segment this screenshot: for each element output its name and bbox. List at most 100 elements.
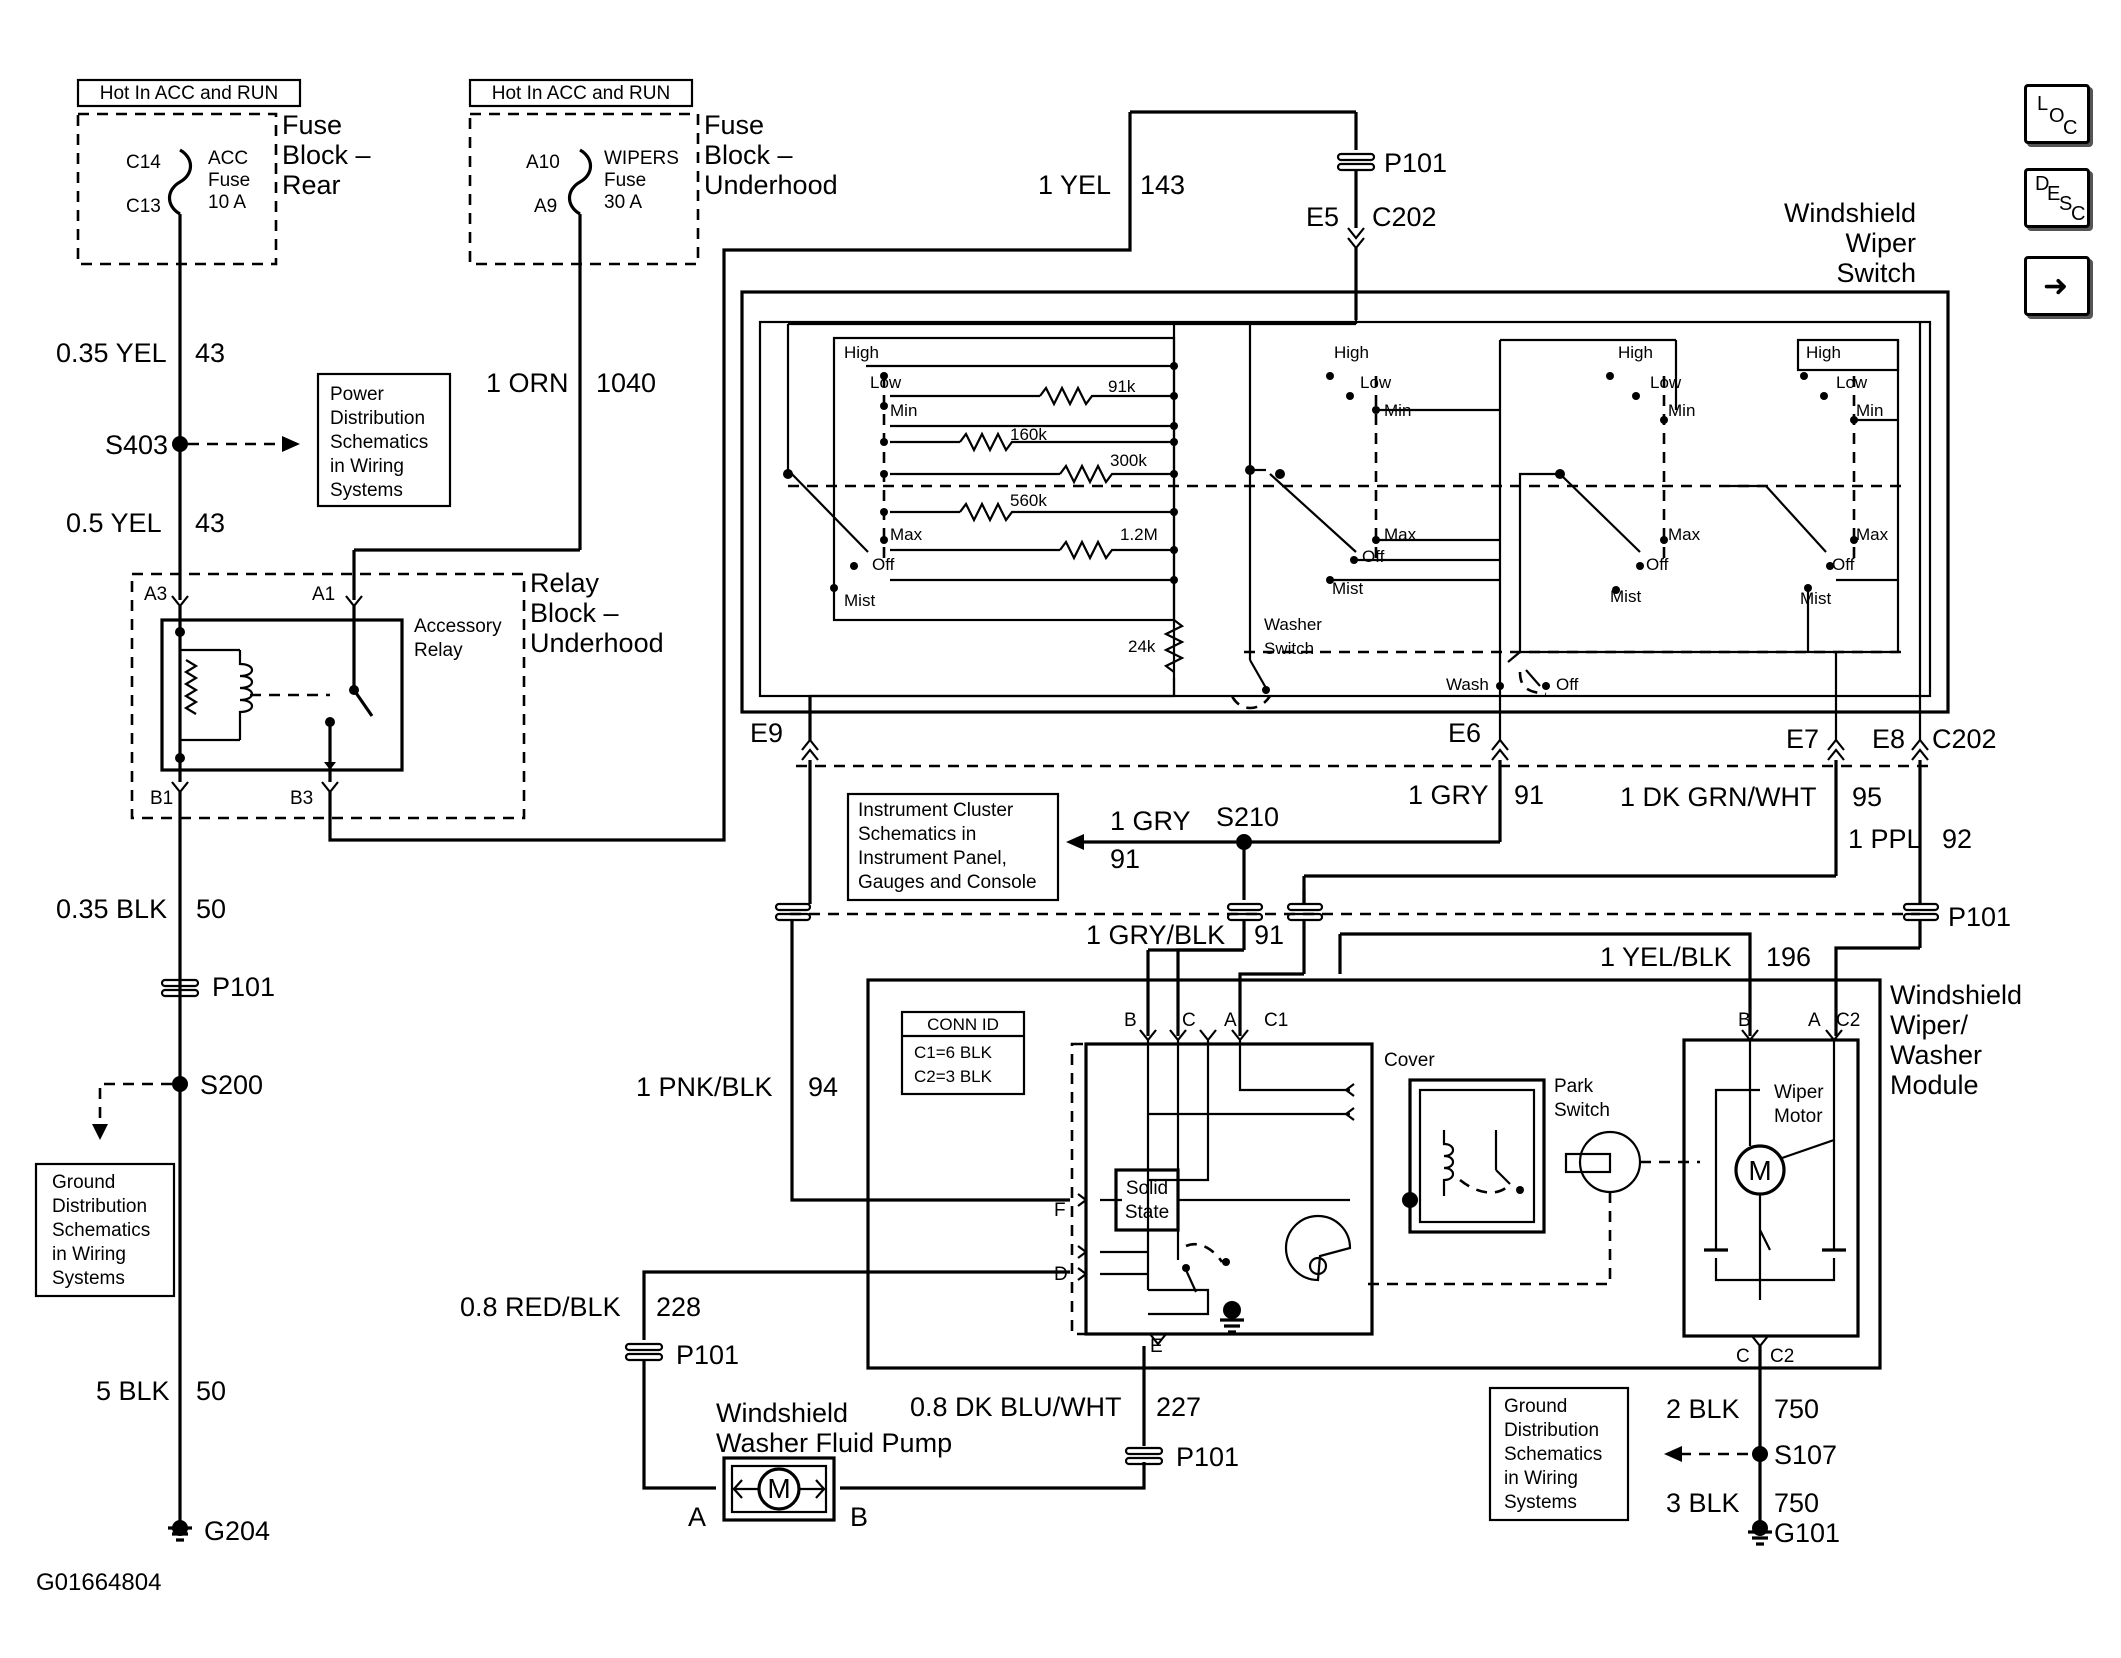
circuit-95-92: 1 DK GRN/WHT 95 1 PPL 92 P101: [774, 760, 2011, 1036]
sw4-min: Min: [1856, 401, 1883, 420]
wire-label-ppl: 1 PPL: [1848, 824, 1922, 854]
circuit-43a: 43: [195, 338, 225, 368]
desc-letter-d: D: [2035, 173, 2050, 195]
sw4-mist: Mist: [1800, 589, 1831, 608]
relay-pin-b3: B3: [290, 788, 313, 809]
splice-s210: S210: [1216, 802, 1279, 832]
ground-ref-right-l5: Systems: [1504, 1492, 1577, 1513]
relay-block-title-2: Block –: [530, 598, 619, 628]
relay-block-title-3: Underhood: [530, 628, 664, 658]
accessory-relay-box: [160, 618, 404, 772]
ground-ref-left-l4: in Wiring: [52, 1244, 126, 1265]
sw3-off: Off: [1646, 555, 1669, 574]
circuit-91-gryblk: 91: [1254, 920, 1284, 950]
module-pin-c: C: [1182, 1010, 1196, 1031]
relay-coil: [238, 650, 254, 740]
connector-e6: E6: [1448, 718, 1481, 748]
cluster-ref-l1: Instrument Cluster: [858, 800, 1014, 821]
sw2-max: Max: [1384, 525, 1417, 544]
desc-letter-s: S: [2059, 193, 2073, 215]
circuit-1040: 1 ORN 1040: [352, 214, 656, 600]
circuit-43: 0.35 YEL 43 S403 0.5 YEL 43 Power Distri…: [56, 214, 452, 600]
module-pin-d: D: [1054, 1264, 1068, 1285]
connector-e5: E5: [1306, 202, 1339, 232]
connector-c202-top: C202: [1372, 202, 1437, 232]
sw4-low: Low: [1836, 373, 1868, 392]
sw3-max: Max: [1668, 525, 1701, 544]
desc-letter-c: C: [2071, 203, 2086, 225]
motor-pin-c: C: [1736, 1346, 1750, 1367]
wipers-fuse-word: Fuse: [604, 170, 646, 191]
ground-ref-left-l1: Ground: [52, 1172, 115, 1193]
splice-s107-dot: [1752, 1446, 1768, 1462]
sw4-off: Off: [1832, 555, 1855, 574]
module-title-1: Windshield: [1890, 980, 2022, 1010]
res-91k: 91k: [1108, 377, 1136, 396]
circuit-91-s210: 91: [1110, 844, 1140, 874]
switch-wash-off: Off: [1556, 675, 1579, 694]
motor-pin-a: A: [1808, 1010, 1821, 1031]
connector-e7: E7: [1786, 724, 1819, 754]
arrow-to-power-ref: [282, 436, 300, 452]
next-page-button[interactable]: ➜: [2024, 256, 2090, 316]
solid-state-l1: Solid: [1126, 1178, 1168, 1199]
circuit-95: 95: [1852, 782, 1882, 812]
sw1-high: High: [844, 343, 879, 362]
splice-s403: S403: [105, 430, 168, 460]
relay-block-title: Relay: [530, 568, 600, 598]
pin-c14: C14: [126, 152, 161, 173]
sw3-high: High: [1618, 343, 1653, 362]
circuit-94: 94: [808, 1072, 838, 1102]
wire-label-2blk: 2 BLK: [1666, 1394, 1740, 1424]
fuse-block-underhood-title: Fuse: [704, 110, 764, 140]
circuit-92: 92: [1942, 824, 1972, 854]
connector-c1: C1: [1264, 1010, 1288, 1031]
connector-c2-bottom: C2: [1770, 1346, 1794, 1367]
solid-state-l2: State: [1125, 1202, 1169, 1223]
washer-pump-circuit: 0.8 RED/BLK 228 P101 M Windshield Washer…: [460, 1270, 1239, 1532]
wire-label-035blk: 0.35 BLK: [56, 894, 167, 924]
c202-bottom-connectors: E9 E6 E7 E8 C202: [750, 322, 1997, 768]
park-coil: [1442, 1130, 1455, 1196]
ground-ref-right-l3: Schematics: [1504, 1444, 1602, 1465]
loc-letter-o: O: [2049, 105, 2065, 127]
fuse-block-underhood-title-2: Block –: [704, 140, 793, 170]
pin-a9: A9: [534, 196, 557, 217]
desc-button[interactable]: D E S C: [2024, 168, 2090, 228]
ground-ref-box-right: [1488, 1386, 1630, 1522]
sw4-max: Max: [1856, 525, 1889, 544]
connector-p101-left: P101: [212, 972, 275, 1002]
cluster-ref-l2: Schematics in: [858, 824, 976, 845]
circuit-50b: 50: [196, 1376, 226, 1406]
circuit-227: 227: [1156, 1392, 1201, 1422]
loc-button[interactable]: L O C: [2024, 84, 2090, 144]
circuit-143-num: 143: [1140, 170, 1185, 200]
wipers-fuse-name: WIPERS: [604, 148, 679, 169]
pump-title-2: Washer Fluid Pump: [716, 1428, 952, 1458]
ground-ref-left-l5: Systems: [52, 1268, 125, 1289]
sw1-mist: Mist: [844, 591, 875, 610]
wire-label-yelblk: 1 YEL/BLK: [1600, 942, 1732, 972]
circuit-1040-num: 1040: [596, 368, 656, 398]
acc-fuse-word: Fuse: [208, 170, 250, 191]
ground-g204: G204: [204, 1516, 270, 1546]
washer-pump-box: [722, 1456, 836, 1522]
wire-label-1orn: 1 ORN: [486, 368, 569, 398]
res-1-2m: 1.2M: [1120, 525, 1158, 544]
switch-title-1: Windshield: [1784, 198, 1916, 228]
wire-label-dkgrn: 1 DK GRN/WHT: [1620, 782, 1817, 812]
switch-title-3: Switch: [1836, 258, 1916, 288]
sw1-min: Min: [890, 401, 917, 420]
switch-wash: Wash: [1446, 675, 1489, 694]
conn-id-box: [900, 1010, 1026, 1096]
acc-fuse-symbol: [167, 148, 193, 216]
circuit-143: 1 YEL 143 P101 E5 C202: [328, 110, 1447, 842]
pump-pin-a: A: [688, 1502, 706, 1532]
motor-label-1: Wiper: [1774, 1082, 1824, 1103]
relay-name-1: Accessory: [414, 616, 502, 637]
relay-name-2: Relay: [414, 640, 463, 661]
circuit-43b: 43: [195, 508, 225, 538]
conn-id-c2: C2=3 BLK: [914, 1067, 993, 1086]
circuit-91-196: 1 GRY/BLK 91 1 YEL/BLK 196: [1086, 920, 1811, 1036]
fuse-block-rear-title: Fuse: [282, 110, 342, 140]
